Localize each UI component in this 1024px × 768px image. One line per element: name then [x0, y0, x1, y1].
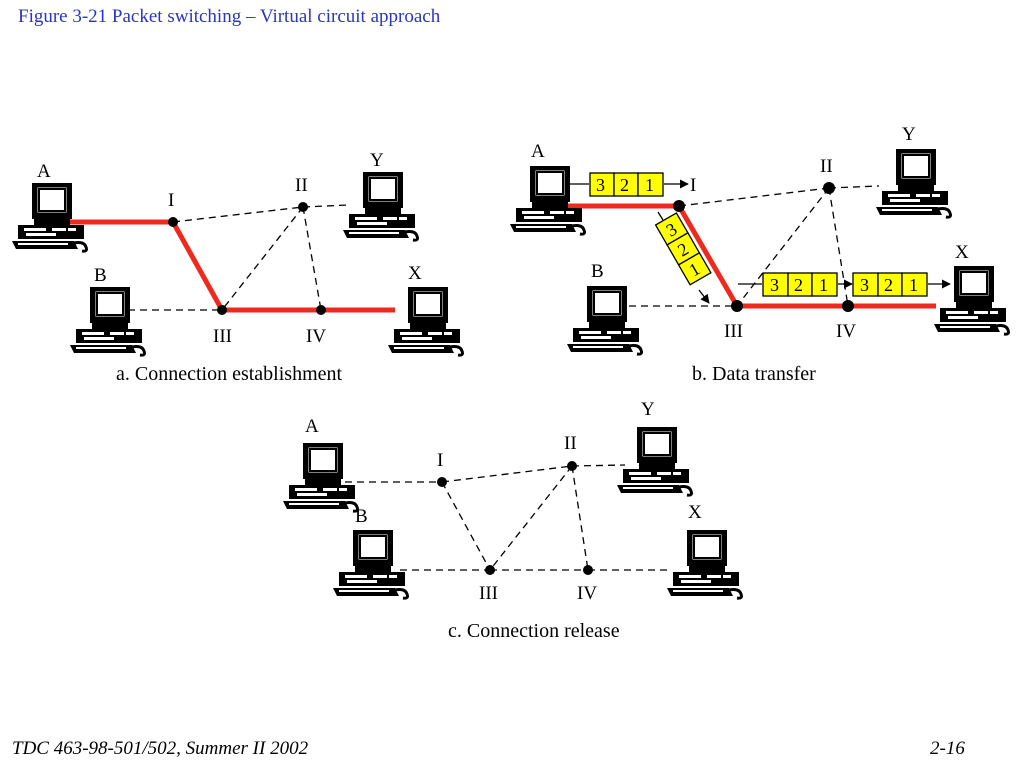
computer-icon	[508, 164, 586, 236]
switch-label-i: I	[437, 450, 443, 471]
computer-icon	[932, 264, 1010, 336]
host-label-a: A	[531, 141, 545, 162]
computer-icon	[386, 285, 464, 357]
packet-1	[637, 172, 664, 197]
packet-label: 1	[645, 175, 654, 195]
packet-label: 2	[620, 175, 629, 195]
switch-nodes	[168, 202, 326, 315]
switch-label-iii: III	[724, 321, 743, 342]
packet-label: 1	[819, 275, 828, 295]
dashed-links	[345, 464, 667, 571]
host-label-x: X	[688, 502, 702, 523]
footer-course: TDC 463-98-501/502, Summer II 2002	[12, 738, 309, 759]
host-label-x: X	[408, 263, 422, 284]
switch-label-ii: II	[295, 175, 308, 196]
host-label-b: B	[591, 261, 604, 282]
panel-c: A B Y X I II III IV c. Connection releas…	[281, 399, 743, 642]
switch-label-ii: II	[564, 433, 577, 454]
figure-title: Figure 3-21 Packet switching – Virtual c…	[18, 6, 441, 27]
footer-page-number: 2-16	[930, 738, 965, 759]
caption-b: b. Data transfer	[692, 363, 816, 385]
packet-group-iii-to-iv: 3 2 1	[738, 272, 853, 297]
computer-icon	[874, 147, 952, 219]
switch-nodes	[673, 182, 854, 312]
switch-label-iv: IV	[836, 321, 856, 342]
packet-group-i-to-iii: 3 2 1	[654, 211, 712, 304]
host-label-a: A	[305, 416, 319, 437]
packet-1	[811, 272, 838, 297]
switch-label-i: I	[690, 175, 696, 196]
packet-group-iv-to-x: 3 2 1	[852, 272, 951, 297]
packet-label: 3	[860, 275, 869, 295]
switch-label-i: I	[168, 190, 174, 211]
switch-label-iv: IV	[577, 583, 597, 604]
panel-a: A B Y X I II III IV a. Connection establ…	[10, 150, 464, 385]
switch-label-iii: III	[479, 583, 498, 604]
packet-label: 2	[884, 275, 893, 295]
packet-1	[677, 251, 712, 286]
host-label-b: B	[94, 265, 107, 286]
packet-label: 2	[794, 275, 803, 295]
packet-1	[901, 272, 928, 297]
packet-label: 3	[596, 175, 605, 195]
packet-group-a-to-i: 3 2 1	[565, 172, 689, 197]
host-label-y: Y	[641, 399, 655, 420]
panel-b: A B Y X I II III IV b. Data transfer 3 2…	[508, 124, 1010, 385]
caption-c: c. Connection release	[448, 620, 620, 642]
switch-label-ii: II	[820, 156, 833, 177]
dashed-links	[128, 204, 349, 311]
switch-nodes	[437, 461, 593, 575]
computer-icon	[341, 170, 419, 242]
host-label-y: Y	[902, 124, 916, 145]
computer-icon	[665, 528, 743, 600]
computer-icon	[68, 285, 146, 357]
computer-icon	[281, 441, 359, 513]
computer-icon	[331, 528, 409, 600]
caption-a: a. Connection establishment	[116, 363, 343, 385]
computer-icon	[565, 284, 643, 356]
packet-label: 1	[909, 275, 918, 295]
host-label-y: Y	[370, 150, 384, 171]
switch-label-iii: III	[213, 326, 232, 347]
host-label-x: X	[955, 242, 969, 263]
computer-icon	[10, 181, 88, 253]
computer-icon	[615, 425, 693, 497]
host-label-b: B	[355, 506, 368, 527]
packet-label: 3	[770, 275, 779, 295]
host-label-a: A	[37, 161, 51, 182]
switch-label-iv: IV	[306, 326, 326, 347]
